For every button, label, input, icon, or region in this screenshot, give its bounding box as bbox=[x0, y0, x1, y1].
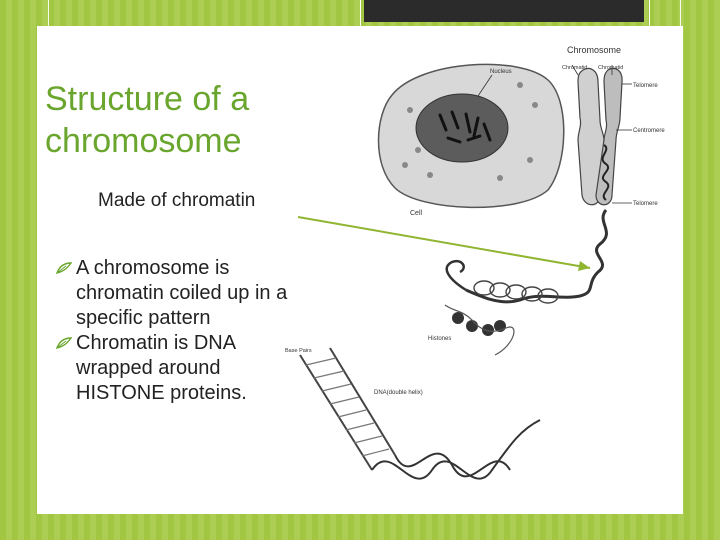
label-centromere: Centromere bbox=[633, 128, 665, 134]
chromatin-arrow bbox=[298, 217, 590, 268]
bullet-text: A chromosome is chromatin coiled up in a… bbox=[76, 257, 287, 329]
top-tab bbox=[364, 0, 644, 22]
label-chromatid-right: Chromatid bbox=[598, 65, 623, 71]
leaf-bullet-icon bbox=[56, 336, 72, 350]
cell-illustration bbox=[379, 64, 564, 207]
dna-ladder bbox=[300, 348, 395, 470]
label-dna: DNA(double helix) bbox=[374, 390, 423, 396]
label-telomere-bottom: Telomere bbox=[633, 201, 658, 207]
histone-cluster bbox=[445, 305, 514, 355]
chromosome-illustration bbox=[578, 69, 622, 205]
decor-line bbox=[680, 0, 681, 28]
chromatin-loop bbox=[447, 261, 466, 290]
bullet-text: Chromatin is DNA wrapped around HISTONE … bbox=[76, 332, 247, 404]
label-nucleus: Nucleus bbox=[490, 69, 512, 75]
chromatin-arrow-head bbox=[578, 261, 590, 271]
dna-double-helix bbox=[372, 420, 540, 479]
label-chromosome: Chromosome bbox=[567, 45, 621, 55]
label-cell: Cell bbox=[410, 210, 423, 217]
leaf-bullet-icon bbox=[56, 261, 72, 275]
label-chromatid-left: Chromatid bbox=[562, 65, 587, 71]
label-histones: Histones bbox=[428, 336, 451, 342]
slide-subtitle: Made of chromatin bbox=[98, 190, 255, 212]
chromosome-diagram: Chromosome Chromatid Chromatid Nucleus T… bbox=[258, 30, 683, 514]
decor-line bbox=[48, 0, 49, 28]
label-base-pairs: Base Pairs bbox=[285, 348, 312, 354]
label-telomere-top: Telomere bbox=[633, 83, 658, 89]
